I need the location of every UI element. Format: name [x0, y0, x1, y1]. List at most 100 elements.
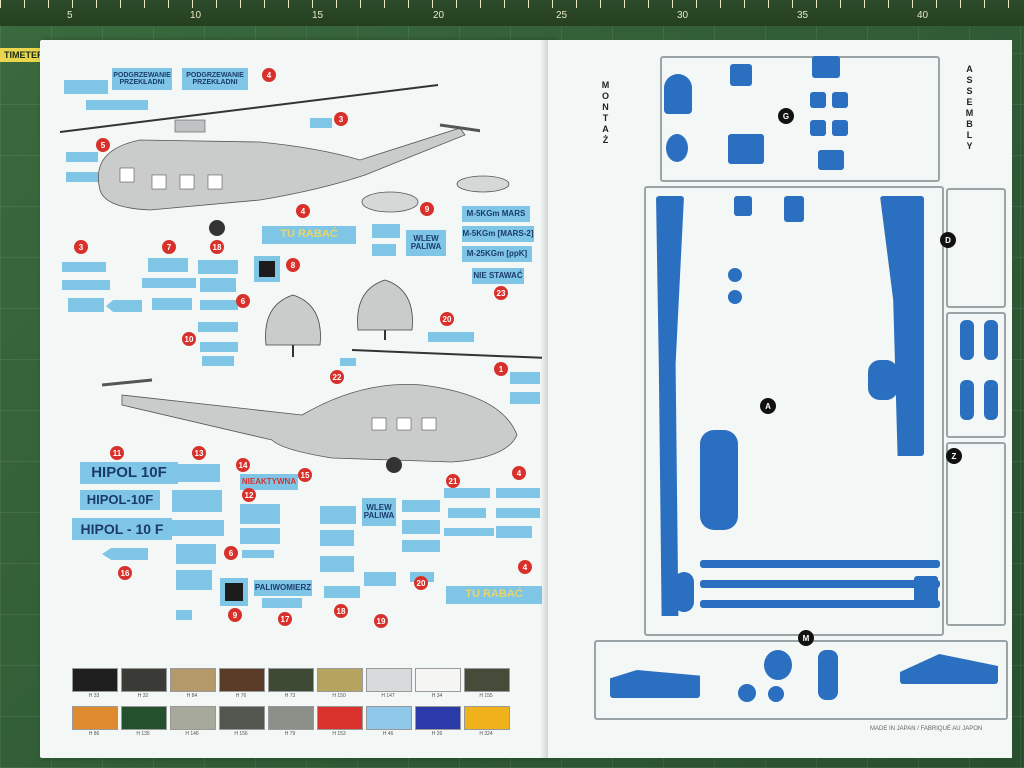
- paint-code: H 150: [332, 693, 346, 699]
- part: [984, 320, 998, 360]
- marker-badge: 20: [414, 576, 428, 590]
- marker-badge: 6: [224, 546, 238, 560]
- paint-swatch: [121, 706, 167, 730]
- ruler-number: 10: [190, 10, 202, 21]
- marker-badge: 3: [334, 112, 348, 126]
- ruler-tick: [336, 0, 337, 8]
- ruler-number: 20: [433, 10, 445, 21]
- ruler-label: TIMETER: [0, 48, 48, 62]
- decal-small: [198, 322, 238, 332]
- decal-small: [444, 528, 494, 536]
- ruler-number: 15: [312, 10, 324, 21]
- part: [784, 196, 804, 222]
- paint-code: H 34: [431, 693, 443, 699]
- part: [666, 134, 688, 162]
- ruler-tick: [264, 0, 265, 8]
- ruler-tick: [24, 0, 25, 8]
- decal-small: [262, 598, 302, 608]
- decal-nieaktywna: NIEAKTYWNA: [240, 474, 298, 490]
- decal-small: [142, 278, 196, 288]
- paint-swatch: [121, 668, 167, 692]
- ruler-tick: [720, 0, 721, 8]
- sprue-label: D: [940, 232, 956, 248]
- decal-small: [240, 504, 280, 524]
- ruler-tick: [984, 0, 985, 8]
- paint-code: H 33: [88, 693, 100, 699]
- ruler-tick: [552, 0, 553, 8]
- decal-small: [340, 358, 356, 366]
- paint-swatch: [72, 668, 118, 692]
- ruler-tick: [648, 0, 649, 8]
- decal-small: [448, 508, 486, 518]
- decal-black-square-frame: [254, 256, 280, 282]
- ruler-tick: [72, 0, 73, 8]
- ruler-tick: [312, 0, 313, 8]
- decal-small: [200, 278, 236, 292]
- decal-small: [364, 572, 396, 586]
- ruler-tick: [792, 0, 793, 8]
- ruler-tick: [840, 0, 841, 8]
- part: [700, 580, 940, 588]
- paint-code: H 76: [235, 693, 247, 699]
- ruler-tick: [864, 0, 865, 8]
- decal-small: [176, 544, 216, 564]
- marker-badge: 13: [192, 446, 206, 460]
- part: [960, 380, 974, 420]
- sprue-label: Z: [946, 448, 962, 464]
- part: [810, 92, 826, 108]
- decal-mars: M-5KGm MARS: [462, 206, 530, 222]
- marker-badge: 11: [110, 446, 124, 460]
- marker-badge: 20: [440, 312, 454, 326]
- decal-podgrzewanie-2: PODGRZEWANIE PRZEKŁADNI: [182, 68, 248, 90]
- decal-small: [402, 520, 440, 534]
- title-montaz: MONTAŻ: [598, 80, 612, 150]
- decal-small: [172, 520, 224, 536]
- ruler-tick: [912, 0, 913, 8]
- ruler-tick: [0, 0, 1, 8]
- decal-small: [372, 224, 400, 238]
- decal-small: [176, 570, 212, 590]
- ruler-tick: [168, 0, 169, 8]
- decal-hipol-3: HIPOL - 10 F: [72, 518, 172, 540]
- decal-small: [510, 392, 540, 404]
- decal-small: [176, 610, 192, 620]
- part: [960, 320, 974, 360]
- ruler-tick: [744, 0, 745, 8]
- paint-swatch: [464, 668, 510, 692]
- decal-small: [320, 530, 354, 546]
- decal-tu-rabac-2: TU RABAĆ: [446, 586, 542, 604]
- fuel-pod-drawing: [361, 191, 419, 213]
- decal-small: [320, 506, 356, 524]
- decal-small: [324, 586, 360, 598]
- marker-badge: 9: [228, 608, 242, 622]
- paint-code: H 324: [479, 731, 493, 737]
- decal-small: [310, 118, 332, 128]
- paint-swatch: [170, 706, 216, 730]
- ruler-tick: [48, 0, 49, 8]
- decal-small: [496, 488, 540, 498]
- part: [810, 120, 826, 136]
- part: [730, 64, 752, 86]
- ruler-tick: [480, 0, 481, 8]
- marker-badge: 23: [494, 286, 508, 300]
- part: [674, 572, 694, 612]
- decal-small: [402, 500, 440, 512]
- marker-badge: 15: [298, 468, 312, 482]
- rocket-pod-drawing: [456, 175, 510, 193]
- decal-arrow: [102, 548, 148, 560]
- ruler-number: 25: [556, 10, 568, 21]
- marker-badge: 21: [446, 474, 460, 488]
- part: [768, 686, 784, 702]
- paint-code: H 84: [186, 693, 198, 699]
- marker-badge: 4: [512, 466, 526, 480]
- decal-small: [62, 280, 110, 290]
- title-montaz-text: MONTAŻ: [600, 80, 611, 146]
- paint-swatch: [317, 706, 363, 730]
- paint-code: H 73: [284, 693, 296, 699]
- decal-small: [496, 508, 540, 518]
- paint-code: H 153: [332, 731, 346, 737]
- paint-swatch: [268, 706, 314, 730]
- sprue-frame-d: [946, 188, 1006, 308]
- ruler-tick: [216, 0, 217, 8]
- paint-swatch: [219, 668, 265, 692]
